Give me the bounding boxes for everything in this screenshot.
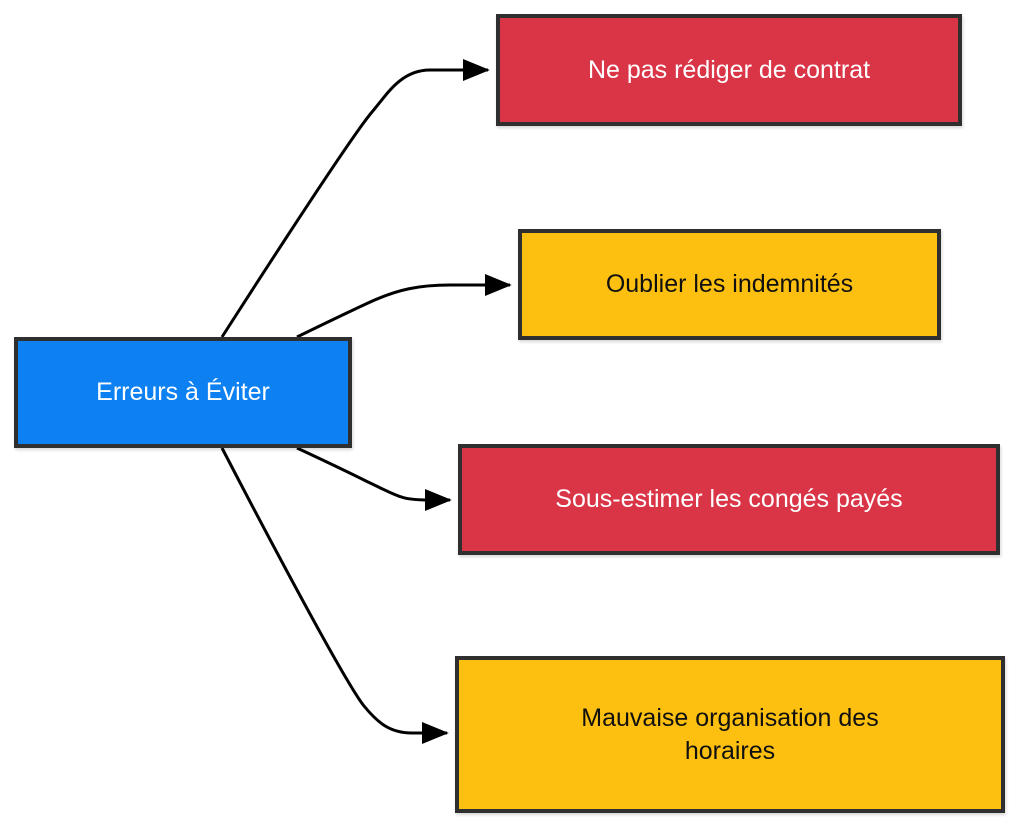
connector-root-to-e1 xyxy=(220,58,490,338)
node-root-erreurs-a-eviter[interactable]: Erreurs à Éviter xyxy=(14,337,352,448)
node-e3-label: Sous-estimer les congés payés xyxy=(555,485,903,513)
node-e4-label: Mauvaise organisation des horaires xyxy=(581,703,879,765)
node-sous-estimer-les-conges-payes[interactable]: Sous-estimer les congés payés xyxy=(458,444,1000,555)
node-oublier-les-indemnites[interactable]: Oublier les indemnités xyxy=(518,229,941,340)
node-e1-label: Ne pas rédiger de contrat xyxy=(587,55,871,84)
connector-root-to-e4 xyxy=(220,447,449,745)
connector-root-to-e3 xyxy=(296,446,452,512)
node-root-label: Erreurs à Éviter xyxy=(96,378,270,406)
connector-root-to-e2 xyxy=(296,273,512,339)
node-e2-label: Oublier les indemnités xyxy=(605,270,854,298)
node-mauvaise-organisation-des-horaires[interactable]: Mauvaise organisation des horaires xyxy=(455,656,1005,813)
node-ne-pas-rediger-de-contrat[interactable]: Ne pas rédiger de contrat xyxy=(496,14,962,126)
